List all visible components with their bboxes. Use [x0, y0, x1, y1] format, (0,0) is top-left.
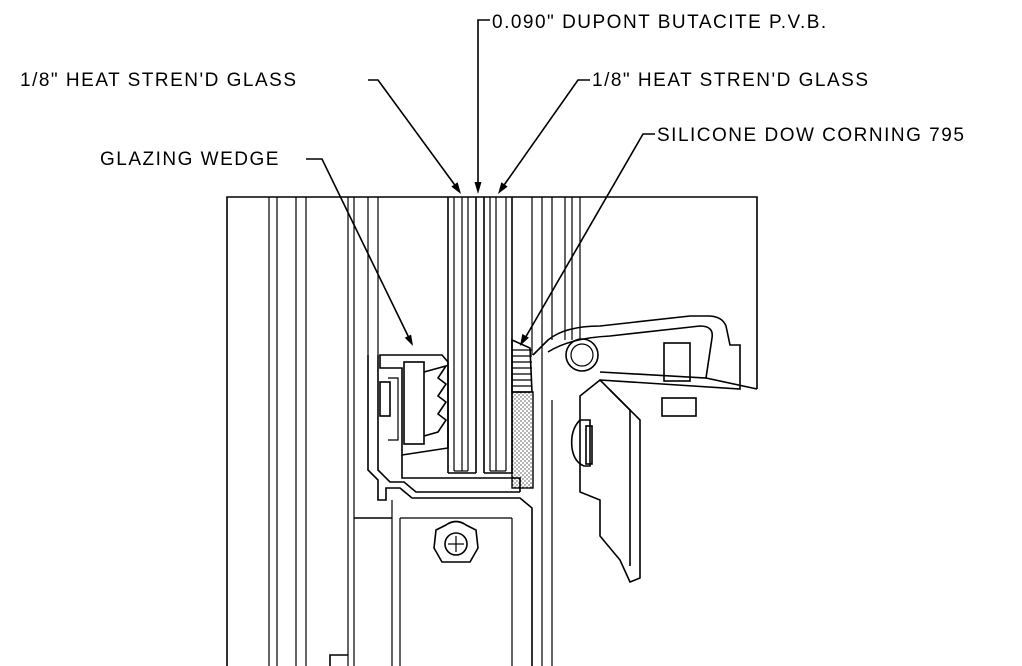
- exterior-gasket: [570, 419, 593, 467]
- laminated-glass-unit: [447, 197, 513, 474]
- silicone-bead: [511, 338, 533, 393]
- label-glazing-wedge: GLAZING WEDGE: [100, 149, 280, 170]
- leader-glass-right: [498, 79, 590, 194]
- label-glass-right: 1/8" HEAT STREN'D GLASS: [592, 70, 870, 91]
- leader-silicone: [520, 133, 655, 346]
- label-pvb-interlayer: 0.090" DUPONT BUTACITE P.V.B.: [492, 12, 828, 33]
- label-glass-left: 1/8" HEAT STREN'D GLASS: [20, 70, 298, 91]
- pressure-cap: [532, 315, 758, 584]
- glazing-wedge: [379, 354, 449, 456]
- setting-block: [511, 391, 534, 489]
- label-silicone: SILICONE DOW CORNING 795: [657, 125, 965, 146]
- frame-outline: [226, 196, 758, 666]
- leader-pvb: [474, 19, 490, 194]
- screw-boss: [433, 520, 479, 563]
- leader-glazing-wedge: [306, 158, 413, 346]
- mullion-body: [329, 355, 553, 666]
- leader-glass-left: [368, 79, 461, 194]
